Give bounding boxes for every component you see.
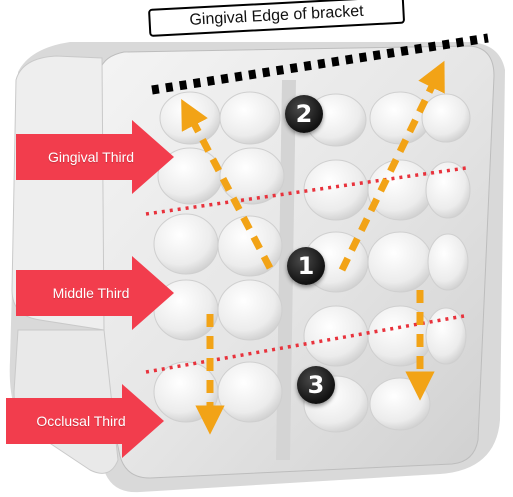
gingival-edge-line	[151, 33, 489, 95]
zone-label-occlusal: Occlusal Third	[36, 413, 126, 429]
arrow-shape	[6, 384, 164, 458]
force-arrows	[181, 60, 445, 435]
zone-arrow-middle: Middle Third	[16, 256, 176, 330]
badge-1: 1	[287, 247, 325, 285]
zone-arrow-occlusal: Occlusal Third	[6, 384, 166, 458]
arrow-to-gingival-left	[181, 98, 274, 270]
zone-label-middle: Middle Third	[52, 285, 130, 301]
arrow-shape	[16, 256, 174, 330]
arrow-shape	[16, 120, 174, 194]
badge-2: 2	[285, 95, 323, 133]
zone-label-gingival: Gingival Third	[47, 149, 135, 165]
badge-3: 3	[297, 366, 335, 404]
arrow-to-gingival-right	[338, 60, 445, 272]
gingival-middle-divider	[145, 166, 467, 216]
middle-occlusal-divider	[145, 314, 465, 374]
zone-arrow-gingival: Gingival Third	[16, 120, 176, 194]
